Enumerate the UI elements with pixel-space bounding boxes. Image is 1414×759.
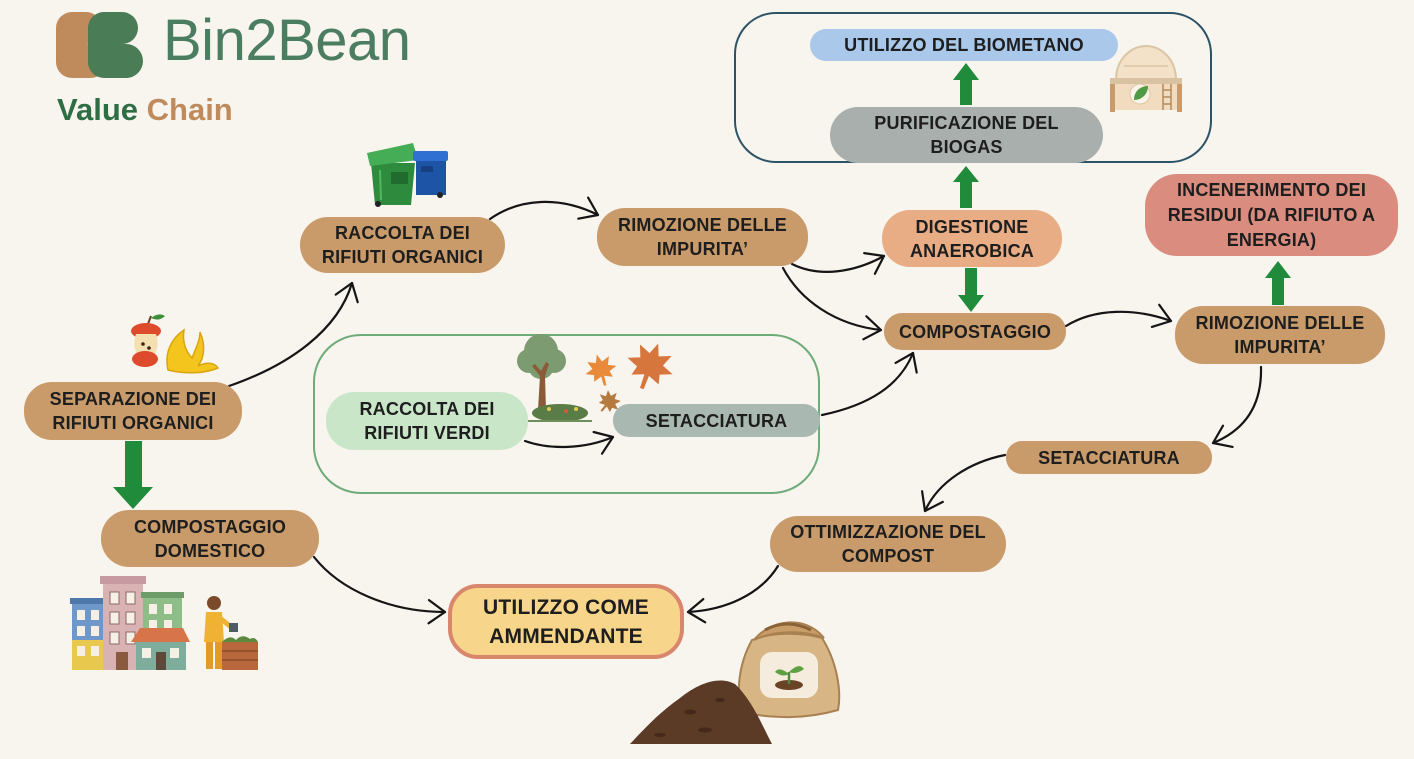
arrow-separazione-to-compostaggio-domestico: [113, 441, 153, 509]
arrow-digestione-to-compostaggio: [958, 268, 984, 312]
biogas-plant-icon: [1110, 44, 1182, 112]
arrow-digestione-to-purificazione: [953, 166, 979, 208]
arrow-setacciatura-verdi-to-compostaggio: [820, 351, 915, 417]
flow-arrows: [227, 196, 1263, 625]
step-label: OTTIMIZZAZIONE DEL COMPOST: [790, 522, 986, 566]
step-separazione-rifiuti-organici: SEPARAZIONE DEI RIFIUTI ORGANICI: [24, 382, 242, 440]
arrow-rimozione-to-incenerimento: [1265, 261, 1291, 305]
tagline-chain: Chain: [146, 92, 233, 127]
maple-leaf-icon: [619, 335, 681, 397]
arrow-separazione-to-raccolta-organici-head: [334, 281, 359, 304]
bin2bean-logo-icon: [56, 12, 143, 78]
step-purificazione-biogas: PURIFICAZIONE DEL BIOGAS: [830, 107, 1103, 163]
step-utilizzo-ammendante: UTILIZZO COME AMMENDANTE: [448, 584, 684, 659]
arrow-ottimizzazione-to-ammendante-head: [686, 597, 707, 624]
step-label: SETACCIATURA: [1038, 447, 1180, 468]
arrow-raccolta-organici-to-rimozione: [488, 200, 600, 221]
arrow-rimozione-to-setacciatura-head: [1211, 424, 1234, 448]
tagline: Value Chain: [57, 91, 233, 129]
arrow-ottimizzazione-to-ammendante: [686, 564, 780, 614]
waste-bins-icon: [367, 143, 448, 207]
step-label: INCENERIMENTO DEI RESIDUI (DA RIFIUTO A …: [1167, 179, 1376, 250]
step-label: PURIFICAZIONE DEL BIOGAS: [874, 113, 1059, 157]
step-ottimizzazione-compost: OTTIMIZZAZIONE DEL COMPOST: [770, 516, 1006, 572]
step-label: SETACCIATURA: [645, 410, 788, 431]
step-digestione-anaerobica: DIGESTIONE ANAEROBICA: [882, 210, 1062, 267]
tagline-value: Value: [57, 92, 138, 127]
step-compostaggio: COMPOSTAGGIO: [884, 313, 1066, 350]
step-compostaggio-domestico: COMPOSTAGGIO DOMESTICO: [101, 510, 319, 567]
arrow-compostaggio-to-rimozione-head: [1150, 303, 1173, 328]
food-scraps-icon: [131, 314, 220, 374]
step-label: SEPARAZIONE DEI RIFIUTI ORGANICI: [49, 389, 217, 433]
arrow-compostaggio-to-rimozione: [1064, 310, 1173, 328]
arrow-rimozione-to-digestione-head: [863, 252, 886, 275]
arrow-rimozione-to-compostaggio-head: [862, 315, 883, 341]
step-label: RIMOZIONE DELLE IMPURITA’: [618, 215, 787, 259]
arrow-compostaggio-domestico-to-ammendante: [312, 555, 447, 614]
houses-and-composter-icon: [70, 576, 258, 670]
step-raccolta-rifiuti-verdi: RACCOLTA DEI RIFIUTI VERDI: [326, 392, 528, 450]
step-utilizzo-biometano: UTILIZZO DEL BIOMETANO: [810, 29, 1118, 61]
step-label: DIGESTIONE ANAEROBICA: [909, 216, 1034, 261]
arrow-purificazione-to-biometano: [953, 63, 979, 105]
arrow-rimozione-to-setacciatura: [1211, 365, 1263, 445]
step-label: RACCOLTA DEI RIFIUTI VERDI: [359, 399, 495, 443]
arrow-setacciatura-to-ottimizzazione: [923, 453, 1007, 513]
step-label: COMPOSTAGGIO DOMESTICO: [133, 516, 287, 561]
arrow-rimozione-to-compostaggio: [781, 266, 883, 332]
maple-leaf-icon: [581, 350, 621, 390]
step-incenerimento-residui: INCENERIMENTO DEI RESIDUI (DA RIFIUTO A …: [1145, 174, 1398, 256]
step-setacciatura-2: SETACCIATURA: [1006, 441, 1212, 474]
step-setacciatura-1: SETACCIATURA: [613, 404, 820, 437]
arrow-raccolta-verdi-to-setacciatura: [523, 435, 615, 449]
arrow-raccolta-organici-to-rimozione-head: [577, 196, 600, 220]
arrow-separazione-to-raccolta-organici: [227, 281, 354, 388]
step-raccolta-rifiuti-organici: RACCOLTA DEI RIFIUTI ORGANICI: [300, 217, 505, 273]
step-label: RIMOZIONE DELLE IMPURITA’: [1195, 313, 1365, 357]
brand-name: Bin2Bean: [163, 8, 411, 73]
step-label: RACCOLTA DEI RIFIUTI ORGANICI: [321, 223, 484, 267]
arrow-setacciatura-verdi-to-compostaggio-head: [894, 351, 918, 374]
step-label: COMPOSTAGGIO: [898, 321, 1052, 342]
arrow-setacciatura-to-ottimizzazione-head: [920, 490, 944, 513]
step-rimozione-impurita-2: RIMOZIONE DELLE IMPURITA’: [1175, 306, 1385, 364]
arrow-rimozione-to-digestione: [790, 254, 886, 273]
step-rimozione-impurita-1: RIMOZIONE DELLE IMPURITA’: [597, 208, 808, 266]
compost-pile-and-sack-icon: [630, 621, 841, 744]
step-label: UTILIZZO DEL BIOMETANO: [844, 35, 1084, 55]
step-label: UTILIZZO COME AMMENDANTE: [483, 595, 649, 648]
arrow-compostaggio-domestico-to-ammendante-head: [427, 598, 447, 625]
arrow-raccolta-verdi-to-setacciatura-head: [592, 430, 615, 455]
